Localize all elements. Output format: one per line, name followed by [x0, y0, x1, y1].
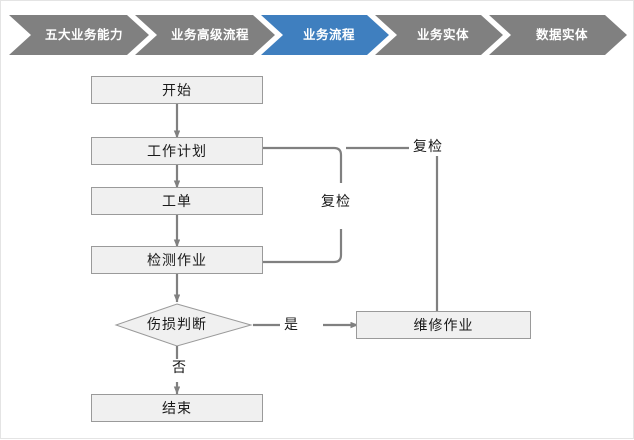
node-start[interactable]: 开始	[91, 76, 263, 104]
connector-inspect-workplan-lower	[263, 229, 343, 264]
breadcrumb-chevron-1[interactable]	[135, 15, 275, 55]
edge-label-recheck-outer: 复检	[409, 138, 447, 156]
node-workplan-label: 工作计划	[147, 144, 207, 160]
node-repair-label: 维修作业	[413, 318, 474, 334]
node-end[interactable]: 结束	[91, 394, 263, 422]
connector-repair-workplan	[346, 146, 439, 311]
flowchart: 开始 工作计划 工单 检测作业 伤损判断 维修作业 结束 是 否 复检 复检	[1, 57, 634, 440]
edge-label-recheck-inner: 复检	[317, 193, 355, 211]
edge-label-no: 否	[168, 359, 191, 377]
node-workplan[interactable]: 工作计划	[91, 137, 263, 165]
node-inspect[interactable]: 检测作业	[91, 246, 263, 274]
edge-label-yes: 是	[280, 316, 303, 334]
decision-diamond-shape	[114, 303, 253, 347]
connector-inspect-workplan-upper	[180, 144, 343, 183]
flowchart-connectors	[114, 104, 439, 395]
breadcrumb: 五大业务能力 业务高级流程 业务流程 业务实体 数据实体	[9, 15, 627, 55]
breadcrumb-chevron-2[interactable]	[261, 15, 389, 55]
node-start-label: 开始	[162, 83, 192, 99]
node-inspect-label: 检测作业	[147, 253, 207, 269]
node-workorder[interactable]: 工单	[91, 187, 263, 215]
breadcrumb-shapes	[9, 15, 627, 55]
node-repair[interactable]: 维修作业	[356, 311, 531, 339]
breadcrumb-chevron-3[interactable]	[375, 15, 503, 55]
breadcrumb-chevron-0[interactable]	[9, 15, 149, 55]
node-end-label: 结束	[162, 401, 192, 417]
node-workorder-label: 工单	[162, 194, 192, 210]
breadcrumb-chevron-4[interactable]	[489, 15, 627, 55]
